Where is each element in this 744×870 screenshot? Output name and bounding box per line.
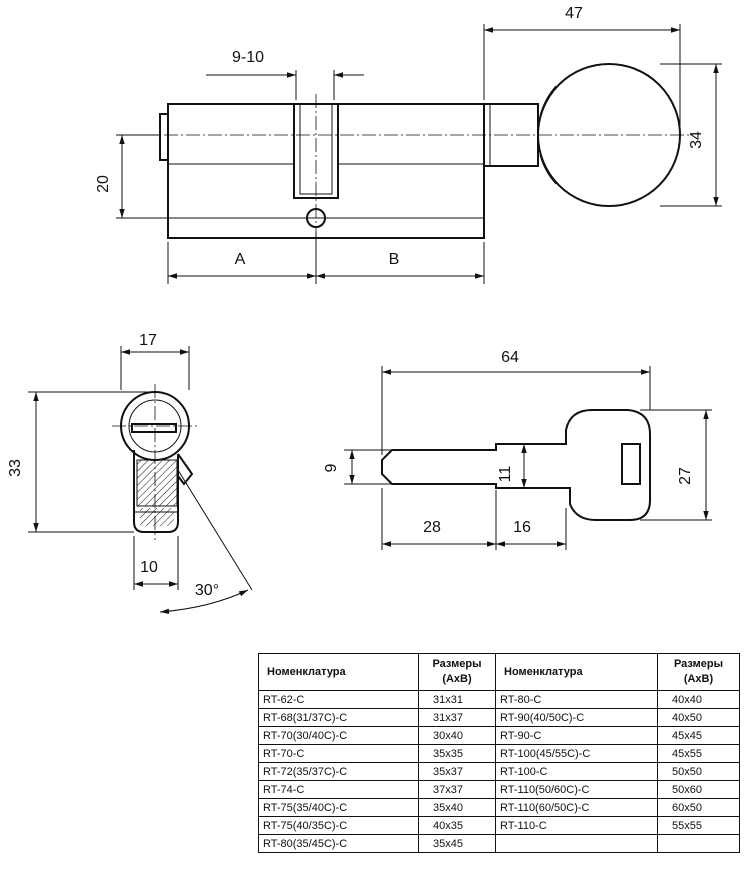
header-sizes-left-line2: (AxB) <box>442 673 472 685</box>
dim-28: 28 <box>423 519 441 536</box>
header-sizes-right-line1: Размеры <box>673 658 723 670</box>
cell-nomenclature: RT-62-C <box>258 690 419 709</box>
dim-9-10: 9-10 <box>232 49 264 66</box>
cell-nomenclature: RT-100(45/55C)-C <box>495 744 658 763</box>
header-sizes-right-line2: (AxB) <box>683 673 714 685</box>
cell-size: 40x40 <box>657 690 740 709</box>
dim-17: 17 <box>139 332 157 349</box>
dim-10: 10 <box>140 559 158 576</box>
sizes-table: Номенклатура Размеры (AxB) Номенклатура … <box>258 653 740 853</box>
cell-size: 50x50 <box>657 762 740 781</box>
cell-size: 30x40 <box>418 726 496 745</box>
cell-size: 40x50 <box>657 708 740 727</box>
dim-20: 20 <box>95 175 112 193</box>
cell-nomenclature: RT-80-C <box>495 690 658 709</box>
cell-size: 35x37 <box>418 762 496 781</box>
cell-nomenclature: RT-70(30/40C)-C <box>258 726 419 745</box>
cell-size: 35x40 <box>418 798 496 817</box>
dim-16: 16 <box>513 519 531 536</box>
cell-size: 45x55 <box>657 744 740 763</box>
header-sizes-left-line1: Размеры <box>432 658 482 670</box>
cell-nomenclature: RT-90(40/50C)-C <box>495 708 658 727</box>
header-nomenclature-left: Номенклатура <box>258 653 419 691</box>
cell-nomenclature: RT-110(60/50C)-C <box>495 798 658 817</box>
cell-size: 35x35 <box>418 744 496 763</box>
dim-9: 9 <box>323 463 340 472</box>
cell-nomenclature: RT-75(35/40C)-C <box>258 798 419 817</box>
cell-size: 37x37 <box>418 780 496 799</box>
dim-a: A <box>235 251 246 268</box>
cell-size: 50x60 <box>657 780 740 799</box>
header-sizes-right: Размеры (AxB) <box>657 653 740 691</box>
key-outline <box>381 409 651 521</box>
table-header-row: Номенклатура Размеры (AxB) Номенклатура … <box>258 653 740 691</box>
cell-size: 31x37 <box>418 708 496 727</box>
cell-size <box>657 834 740 853</box>
cell-nomenclature: RT-80(35/45C)-C <box>258 834 419 853</box>
cell-nomenclature: RT-68(31/37C)-C <box>258 708 419 727</box>
cell-nomenclature <box>495 834 658 853</box>
dim-64: 64 <box>501 349 519 366</box>
key-view: 64 9 11 27 28 16 <box>323 349 712 550</box>
cell-size: 45x45 <box>657 726 740 745</box>
cell-size: 60x50 <box>657 798 740 817</box>
cell-size: 35x45 <box>418 834 496 853</box>
key-side-plug <box>159 113 169 161</box>
cell-nomenclature: RT-75(40/35C)-C <box>258 816 419 835</box>
technical-drawing: 47 9-10 20 34 A B <box>7 5 722 614</box>
dim-11: 11 <box>497 466 514 483</box>
cell-nomenclature: RT-90-C <box>495 726 658 745</box>
cylinder-side-view: 47 9-10 20 34 A B <box>95 5 722 284</box>
cell-nomenclature: RT-100-C <box>495 762 658 781</box>
dim-b: B <box>389 251 400 268</box>
dim-47: 47 <box>565 5 583 22</box>
cell-nomenclature: RT-110(50/60C)-C <box>495 780 658 799</box>
key-window <box>621 443 641 485</box>
cell-size: 40x35 <box>418 816 496 835</box>
dim-34: 34 <box>688 131 705 149</box>
dim-30-deg: 30° <box>195 582 219 599</box>
cylinder-profile-view: 30° 17 33 10 <box>7 332 253 614</box>
cell-nomenclature: RT-110-C <box>495 816 658 835</box>
cell-nomenclature: RT-70-C <box>258 744 419 763</box>
cell-size: 31x31 <box>418 690 496 709</box>
cell-size: 55x55 <box>657 816 740 835</box>
dim-27: 27 <box>677 467 694 485</box>
header-sizes-left: Размеры (AxB) <box>418 653 496 691</box>
dim-33: 33 <box>7 459 24 477</box>
cell-nomenclature: RT-72(35/37C)-C <box>258 762 419 781</box>
header-nomenclature-right: Номенклатура <box>495 653 658 691</box>
cell-nomenclature: RT-74-C <box>258 780 419 799</box>
